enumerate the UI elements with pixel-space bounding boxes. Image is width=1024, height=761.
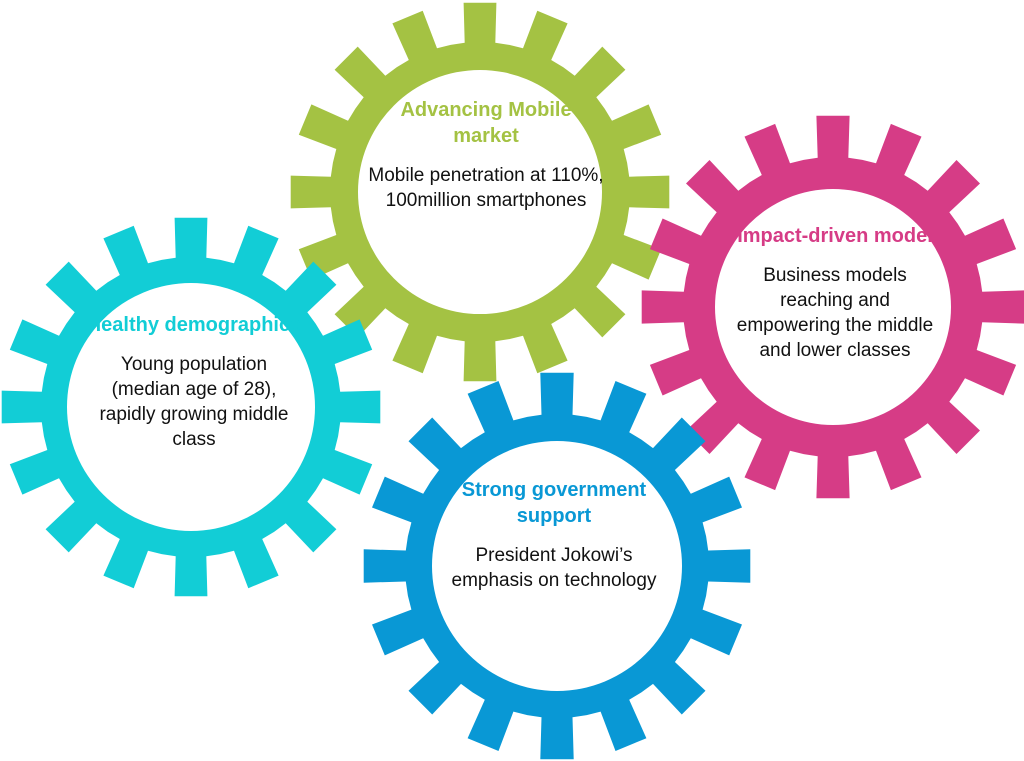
demographics-gear [1, 217, 381, 597]
mobile-market-title: Advancing Mobile market [400, 99, 572, 147]
demographics-title: Healthy demographics [86, 314, 302, 336]
impact-driven-title: Impact-driven model [737, 225, 933, 247]
impact-driven-description: Business models reaching and empowering … [736, 265, 934, 361]
impact-driven-gear [641, 115, 1024, 499]
demographics-description: Young population (median age of 28), rap… [99, 354, 289, 450]
mobile-market-description: Mobile penetration at 110%, 100million s… [368, 165, 604, 211]
mobile-market-text: Advancing Mobile market Mobile penetrati… [368, 97, 604, 213]
government-title: Strong government support [461, 479, 647, 527]
demographics-text: Healthy demographics Young population (m… [86, 312, 302, 452]
impact-driven-text: Impact-driven model Business models reac… [735, 223, 935, 363]
government-text: Strong government support President Joko… [444, 477, 664, 593]
government-gear [363, 372, 751, 760]
mobile-market-gear [290, 2, 670, 382]
government-description: President Jokowi’s emphasis on technolog… [451, 545, 657, 591]
